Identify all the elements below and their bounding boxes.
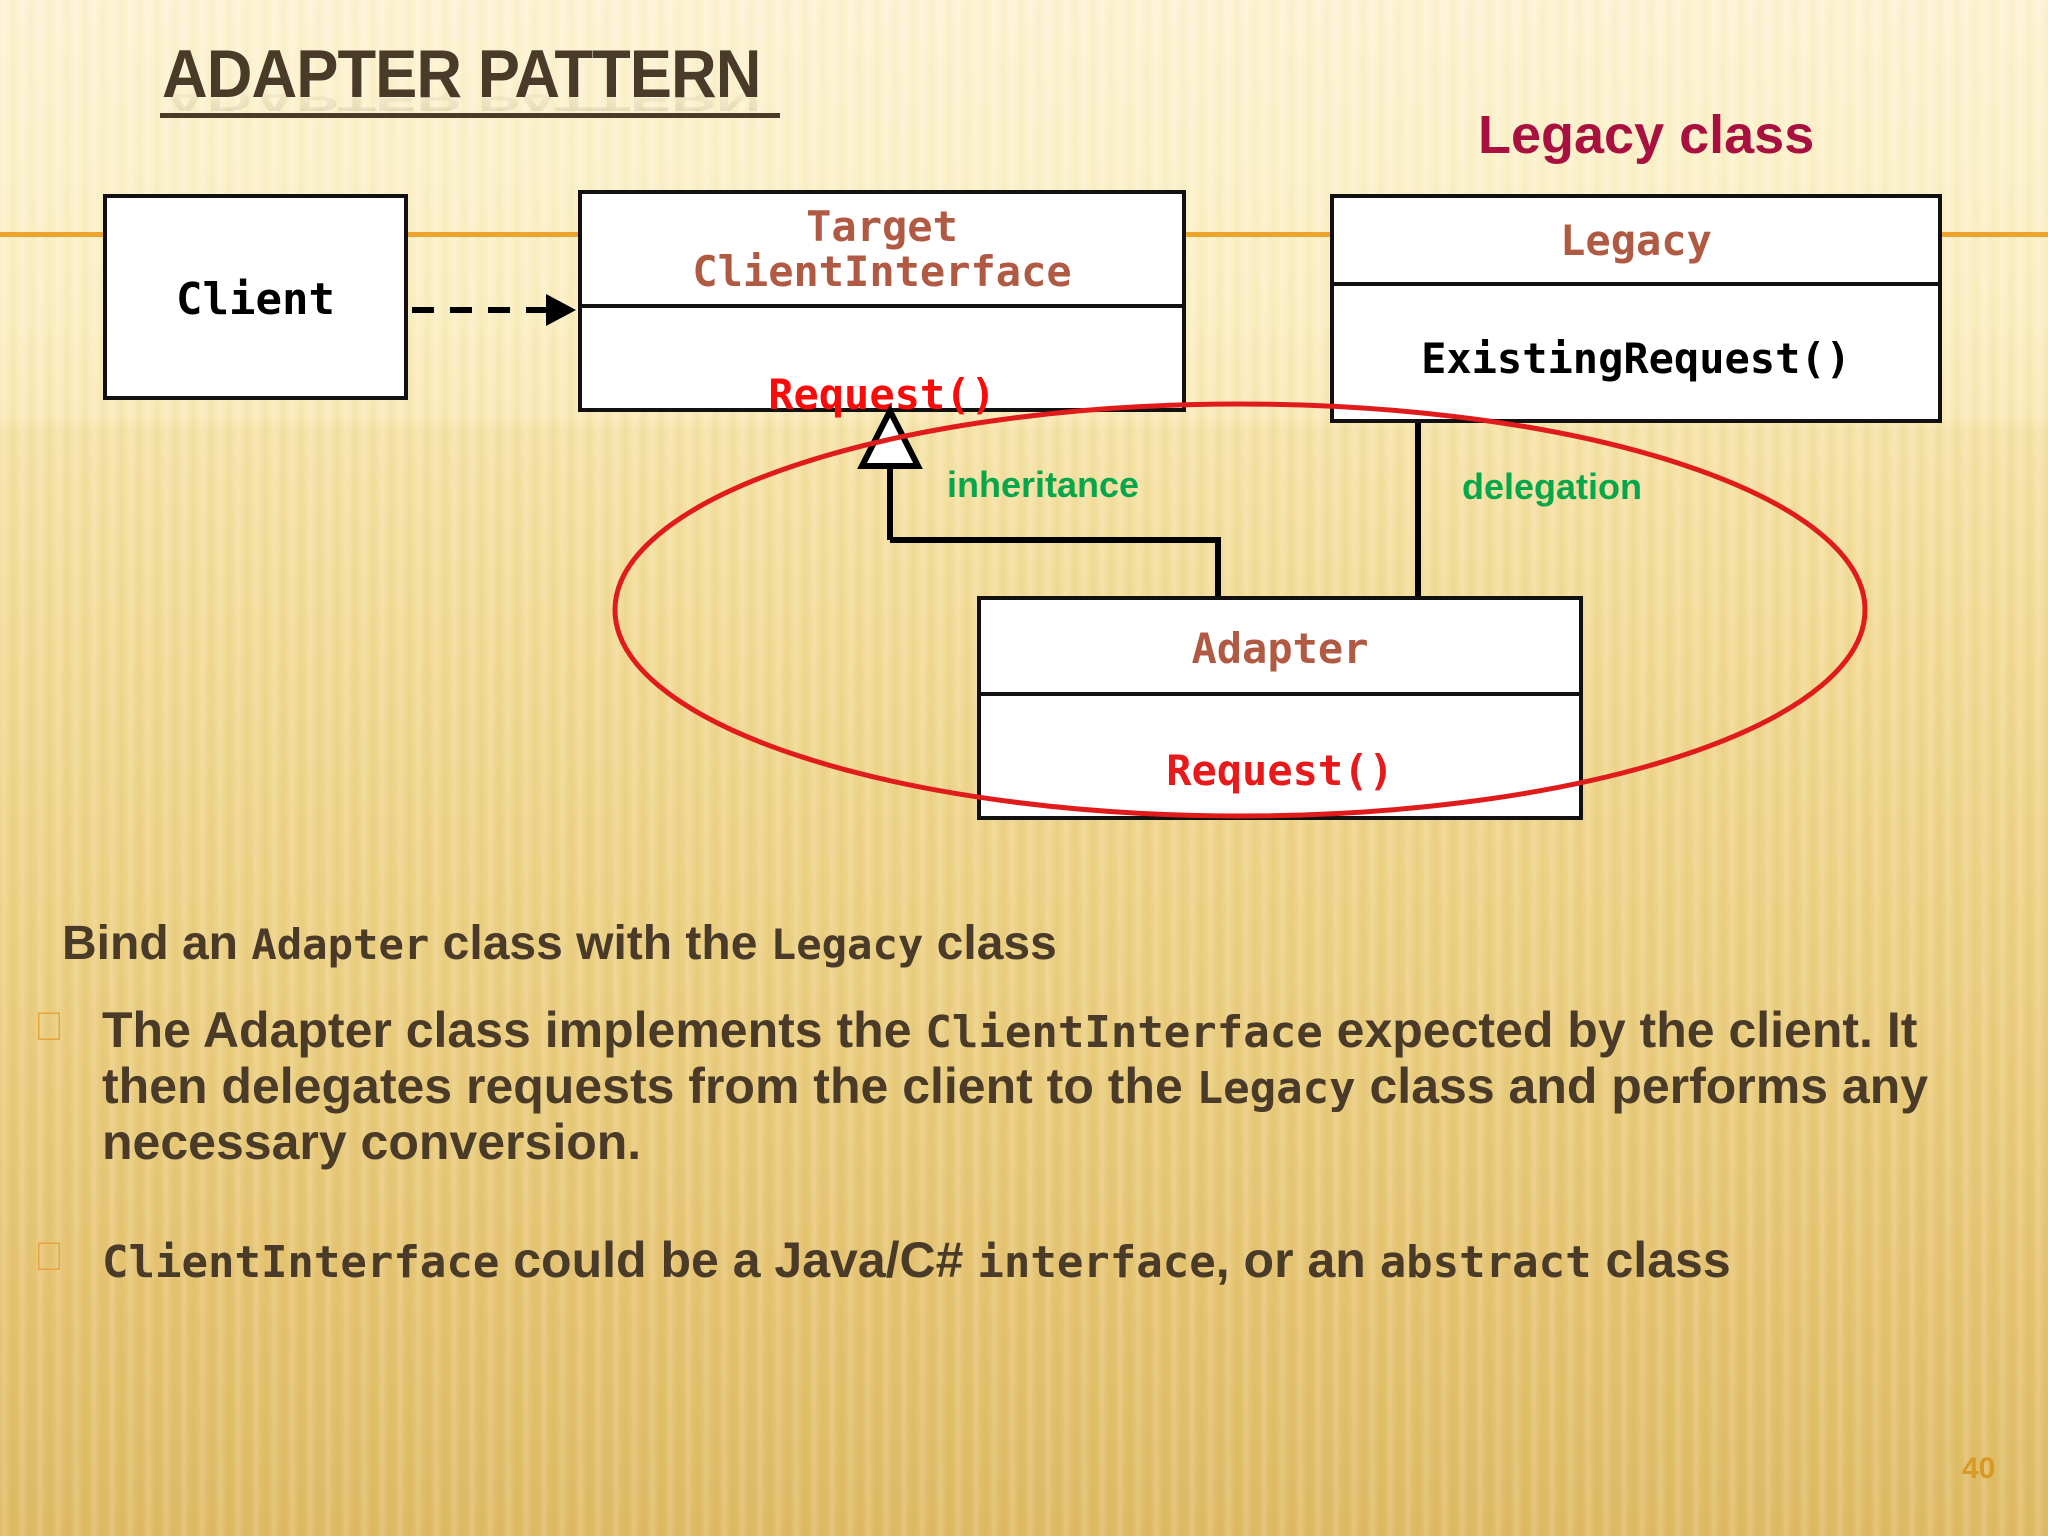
uml-class-target-separator bbox=[582, 304, 1182, 308]
page-title: ADAPTER PATTERN bbox=[162, 36, 761, 112]
lead-part-1: Bind an bbox=[62, 917, 252, 970]
edge-label-delegation: delegation bbox=[1462, 466, 1643, 507]
uml-class-legacy-name: Legacy bbox=[1560, 216, 1712, 265]
legacy-class-callout: Legacy class bbox=[1478, 105, 1815, 165]
list-item:  The Adapter class implements the Clien… bbox=[34, 1002, 1994, 1170]
list-item:  ClientInterface could be a Java/C# int… bbox=[34, 1232, 1994, 1288]
text-run: class and performs any necessary convers… bbox=[102, 1058, 1929, 1170]
uml-class-client[interactable]: Client bbox=[103, 194, 408, 400]
uml-class-target-operation: Request() bbox=[768, 370, 996, 419]
text-run: class bbox=[1591, 1232, 1731, 1288]
uml-class-legacy-operation: ExistingRequest() bbox=[1421, 334, 1851, 383]
list-item-text: ClientInterface could be a Java/C# inter… bbox=[102, 1232, 1994, 1288]
uml-class-adapter-separator bbox=[981, 692, 1579, 696]
title-block: ADAPTER PATTERN ADAPTER PATTERN bbox=[162, 40, 1162, 140]
body-lead-line: Bind an Adapter class with the Legacy cl… bbox=[62, 916, 1057, 971]
uml-class-legacy-separator bbox=[1334, 282, 1938, 286]
uml-class-adapter-name: Adapter bbox=[1191, 624, 1369, 673]
bullet-marker-icon:  bbox=[34, 1002, 102, 1049]
text-run: could be a Java/C# bbox=[499, 1232, 978, 1288]
code-run: interface bbox=[977, 1237, 1216, 1288]
edge-label-inheritance: inheritance bbox=[947, 464, 1140, 505]
text-run: expected by the client. It then delegate… bbox=[102, 1002, 1918, 1114]
uml-class-target-name-line2: ClientInterface bbox=[692, 247, 1072, 297]
code-run: ClientInterface bbox=[102, 1237, 500, 1288]
text-run: The Adapter class implements the bbox=[102, 1002, 926, 1058]
code-run: ClientInterface bbox=[925, 1007, 1323, 1058]
code-run: abstract bbox=[1379, 1237, 1592, 1288]
title-underline-rule bbox=[160, 113, 780, 118]
edge-client-to-target bbox=[412, 294, 576, 326]
uml-class-client-name: Client bbox=[176, 274, 335, 325]
uml-class-legacy[interactable]: Legacy ExistingRequest() bbox=[1330, 194, 1942, 423]
page-number: 40 bbox=[1962, 1452, 1996, 1485]
lead-mono-adapter: Adapter bbox=[251, 920, 430, 969]
bullet-marker-icon:  bbox=[34, 1232, 102, 1279]
uml-class-target-name-line1: Target bbox=[806, 202, 958, 251]
text-run: , or an bbox=[1215, 1232, 1380, 1288]
list-item-text: The Adapter class implements the ClientI… bbox=[102, 1002, 1994, 1170]
uml-class-adapter-operation: Request() bbox=[1166, 746, 1394, 795]
code-run: Legacy bbox=[1196, 1063, 1356, 1114]
lead-mono-legacy: Legacy bbox=[770, 920, 924, 969]
uml-class-adapter[interactable]: Adapter Request() bbox=[977, 596, 1583, 820]
lead-part-2: class with the bbox=[429, 917, 771, 970]
lead-part-3: class bbox=[923, 917, 1057, 970]
